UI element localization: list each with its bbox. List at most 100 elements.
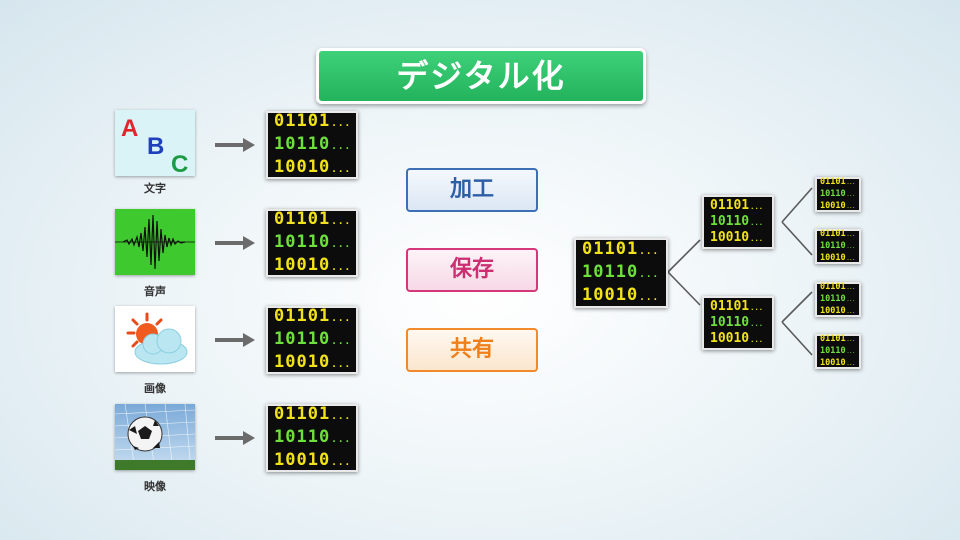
binary-row: 10110... xyxy=(582,262,666,285)
ellipsis: ... xyxy=(331,117,352,129)
binary-digits: 10010 xyxy=(820,305,846,316)
digital-code-panel: 01101...10110...10010... xyxy=(815,282,861,317)
ellipsis: ... xyxy=(331,312,352,324)
binary-row: 01101... xyxy=(274,209,356,232)
ellipsis: ... xyxy=(846,297,856,303)
binary-digits: 01101 xyxy=(274,305,331,326)
sound-label: 音声 xyxy=(144,285,166,298)
share-box: 共有 xyxy=(406,328,538,372)
soccer-ball-video-icon xyxy=(115,404,195,470)
binary-row: 10110... xyxy=(820,346,859,358)
binary-row: 01101... xyxy=(710,299,772,315)
ellipsis: ... xyxy=(331,163,352,175)
ellipsis: ... xyxy=(846,285,856,291)
ellipsis: ... xyxy=(331,261,352,273)
binary-digits: 01101 xyxy=(274,110,331,131)
ellipsis: ... xyxy=(331,140,352,152)
arrow-icon xyxy=(215,431,255,445)
ellipsis: ... xyxy=(750,319,764,328)
binary-digits: 01101 xyxy=(820,333,846,344)
binary-digits: 10110 xyxy=(710,214,750,229)
digital-code-panel: 01101...10110...10010... xyxy=(815,229,861,264)
ellipsis: ... xyxy=(331,456,352,468)
binary-digits: 10110 xyxy=(820,345,846,356)
binary-digits: 10110 xyxy=(820,240,846,251)
ellipsis: ... xyxy=(750,335,764,344)
binary-row: 01101... xyxy=(710,198,772,214)
binary-digits: 10010 xyxy=(820,357,846,368)
ellipsis: ... xyxy=(750,234,764,243)
binary-digits: 10010 xyxy=(274,351,331,372)
binary-row: 01101... xyxy=(274,306,356,329)
ellipsis: ... xyxy=(750,303,764,312)
binary-digits: 10110 xyxy=(710,315,750,330)
binary-digits: 10110 xyxy=(820,293,846,304)
ellipsis: ... xyxy=(639,291,660,303)
binary-row: 10110... xyxy=(710,315,772,331)
binary-digits: 01101 xyxy=(274,403,331,424)
digital-code-panel: 01101...10110...10010... xyxy=(815,177,861,212)
ellipsis: ... xyxy=(331,358,352,370)
binary-digits: 10010 xyxy=(710,331,750,346)
binary-digits: 10010 xyxy=(274,156,331,177)
binary-digits: 10110 xyxy=(274,133,331,154)
ellipsis: ... xyxy=(846,349,856,355)
ellipsis: ... xyxy=(750,202,764,211)
ellipsis: ... xyxy=(639,245,660,257)
ellipsis: ... xyxy=(331,433,352,445)
binary-row: 01101... xyxy=(820,177,859,189)
sound-thumbnail xyxy=(115,209,195,275)
binary-row: 01101... xyxy=(820,282,859,294)
binary-row: 01101... xyxy=(582,239,666,262)
binary-row: 10010... xyxy=(274,352,356,375)
binary-row: 10110... xyxy=(820,294,859,306)
binary-row: 01101... xyxy=(820,334,859,346)
binary-digits: 10110 xyxy=(820,188,846,199)
binary-row: 01101... xyxy=(274,404,356,427)
binary-digits: 10010 xyxy=(274,254,331,275)
digital-code-panel: 01101...10110...10010... xyxy=(266,306,358,374)
binary-row: 10010... xyxy=(820,306,859,318)
ellipsis: ... xyxy=(846,244,856,250)
binary-row: 10010... xyxy=(820,358,859,370)
binary-digits: 10010 xyxy=(820,252,846,263)
page-title: デジタル化 xyxy=(316,48,646,104)
binary-row: 10110... xyxy=(274,134,356,157)
store-box: 保存 xyxy=(406,248,538,292)
letter-c: C xyxy=(171,151,188,176)
video-label: 映像 xyxy=(144,480,166,493)
arrow-icon xyxy=(215,138,255,152)
binary-digits: 01101 xyxy=(274,208,331,229)
binary-digits: 01101 xyxy=(710,299,750,314)
abc-letters-icon: A B C xyxy=(121,115,188,176)
binary-row: 10010... xyxy=(274,157,356,180)
binary-row: 01101... xyxy=(820,229,859,241)
digital-code-panel: 01101...10110...10010... xyxy=(702,195,774,249)
binary-digits: 10110 xyxy=(274,231,331,252)
ellipsis: ... xyxy=(846,309,856,315)
binary-digits: 01101 xyxy=(820,281,846,292)
binary-digits: 01101 xyxy=(710,198,750,213)
letter-b: B xyxy=(147,133,164,160)
ellipsis: ... xyxy=(331,238,352,250)
binary-digits: 10110 xyxy=(274,328,331,349)
ellipsis: ... xyxy=(846,337,856,343)
binary-digits: 01101 xyxy=(820,228,846,239)
ellipsis: ... xyxy=(846,361,856,367)
binary-row: 10010... xyxy=(820,253,859,265)
binary-row: 10010... xyxy=(274,255,356,278)
digital-code-panel: 01101...10110...10010... xyxy=(702,296,774,350)
ellipsis: ... xyxy=(846,256,856,262)
ellipsis: ... xyxy=(331,410,352,422)
binary-row: 10110... xyxy=(710,214,772,230)
binary-digits: 10110 xyxy=(274,426,331,447)
digital-code-panel: 01101...10110...10010... xyxy=(266,111,358,179)
image-label: 画像 xyxy=(144,382,166,395)
ellipsis: ... xyxy=(750,218,764,227)
binary-digits: 10010 xyxy=(710,230,750,245)
image-thumbnail xyxy=(115,306,195,372)
binary-row: 10010... xyxy=(710,331,772,347)
text-label: 文字 xyxy=(144,182,166,195)
binary-row: 10010... xyxy=(582,285,666,308)
